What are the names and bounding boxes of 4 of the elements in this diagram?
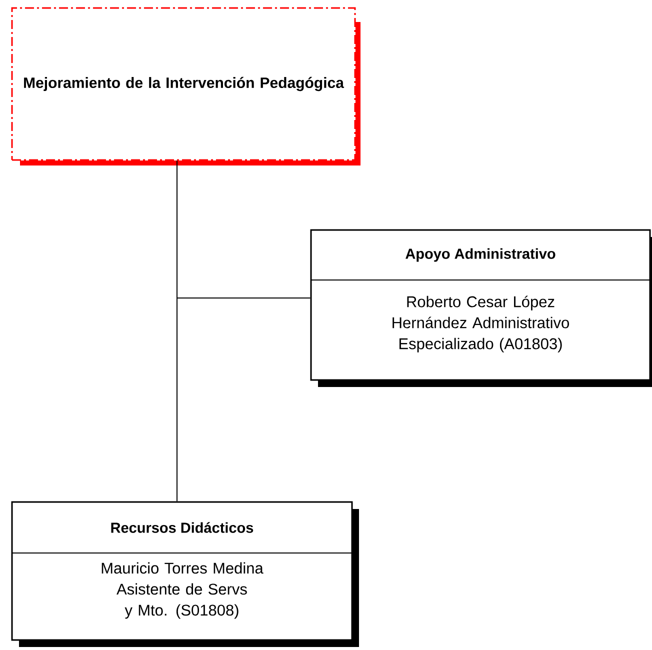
org-box: Mejoramiento de la Intervención Pedagógica [11,7,360,166]
connector-line [176,160,178,502]
org-box: Recursos Didácticos Mauricio Torres Medina Asistente de Servs y Mto. (S01808) [11,501,359,647]
org-box: Apoyo Administrativo Roberto Cesar López Hernández Administrativo Especializado (A01803) [310,229,652,387]
